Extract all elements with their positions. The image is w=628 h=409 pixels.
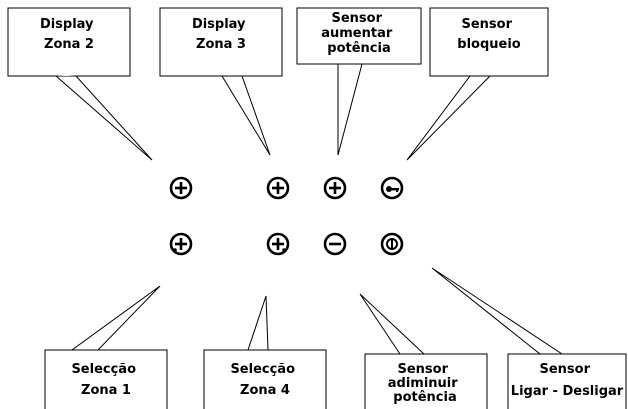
callout-line: adiminuir: [388, 376, 459, 391]
callout-line: Sensor: [331, 11, 382, 26]
callout-line: Selecção: [230, 362, 295, 377]
callout-line: Zona 4: [240, 383, 290, 398]
svg-text:Display Zona 3: Display Zona 3: [192, 17, 250, 52]
callout-sensor-ligar-desligar: Sensor Ligar - Desligar: [431, 267, 627, 409]
svg-text:Sensor bloqueio: Sensor bloqueio: [457, 17, 521, 52]
callout-line: Selecção: [71, 362, 136, 377]
callout-display-zona-3: Display Zona 3: [159, 7, 283, 156]
increase-power-plus-icon[interactable]: [323, 176, 347, 200]
callout-seleccao-zona-1: Selecção Zona 1: [44, 285, 168, 409]
svg-text:Selecção Zona 1: Selecção Zona 1: [71, 362, 140, 398]
callout-seleccao-zona-4: Selecção Zona 4: [203, 295, 327, 409]
decrease-power-minus-icon[interactable]: [323, 232, 347, 256]
callout-line: Sensor: [397, 362, 448, 377]
zone-1-select-icon[interactable]: [169, 232, 193, 256]
callout-line: Display: [40, 17, 94, 32]
callout-sensor-adiminuir-potencia: Sensor adiminuir potência: [359, 293, 488, 409]
callout-line: Display: [192, 17, 246, 32]
callout-line: potência: [393, 390, 456, 405]
callout-sensor-aumentar-potencia: Sensor aumentar potência: [296, 7, 422, 156]
display-zona-3-plus-icon[interactable]: [266, 176, 290, 200]
svg-text:Selecção Zona 4: Selecção Zona 4: [230, 362, 299, 398]
svg-text:Sensor Ligar - Desligar: Sensor Ligar - Desligar: [511, 362, 624, 399]
svg-text:Display Zona 2: Display Zona 2: [40, 17, 98, 52]
zone-4-select-icon[interactable]: [266, 232, 290, 256]
callout-line: Ligar - Desligar: [511, 384, 624, 399]
power-on-off-icon[interactable]: [380, 232, 404, 256]
svg-text:Sensor adiminuir p: Sensor adiminuir potência: [388, 362, 462, 405]
callout-line: aumentar: [321, 26, 393, 41]
key-lock-icon[interactable]: [380, 176, 404, 200]
callout-line: Zona 2: [44, 37, 94, 52]
svg-text:Sensor aumentar po: Sensor aumentar potência: [321, 11, 397, 56]
callout-display-zona-2: Display Zona 2: [7, 7, 153, 161]
touch-sensor-icons: [169, 176, 404, 256]
callout-line: Zona 1: [81, 383, 131, 398]
callout-sensor-bloqueio: Sensor bloqueio: [406, 7, 549, 161]
callout-line: Sensor: [461, 17, 512, 32]
display-zona-2-plus-icon[interactable]: [169, 176, 193, 200]
callout-line: Sensor: [539, 362, 590, 377]
callout-line: potência: [327, 41, 390, 56]
callout-line: bloqueio: [457, 37, 521, 52]
callout-line: Zona 3: [196, 37, 246, 52]
